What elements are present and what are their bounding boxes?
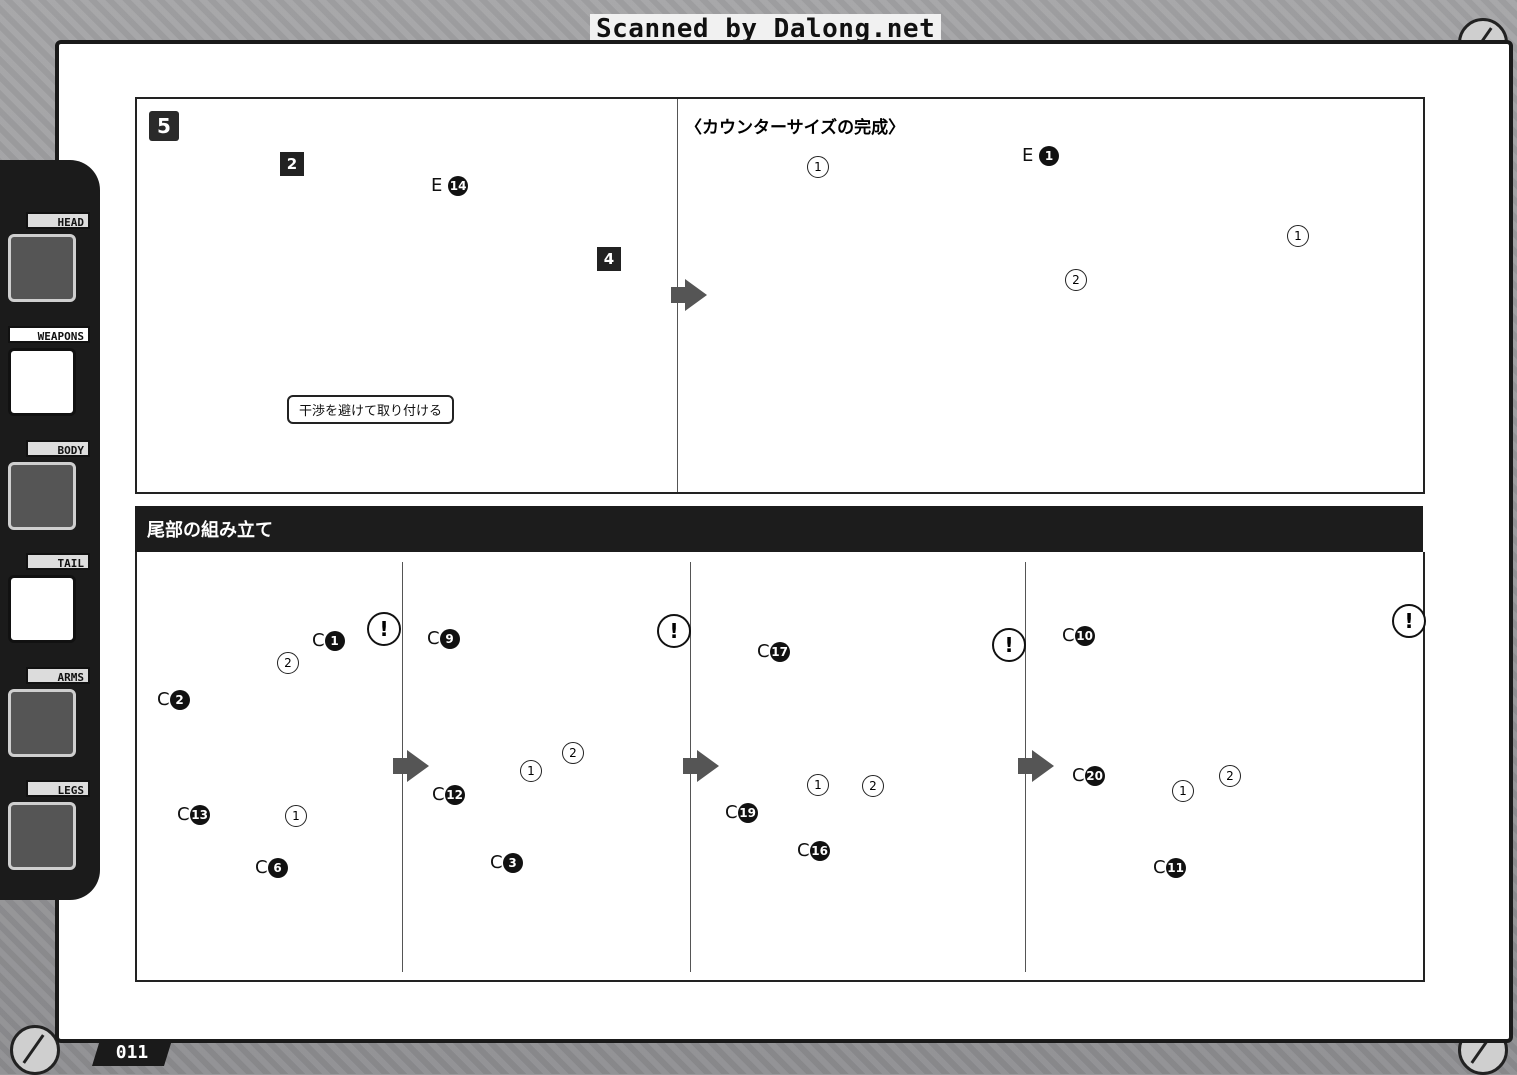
tail-section-header: 尾部の組み立て: [135, 506, 1423, 552]
tab-label: ARMS: [26, 667, 90, 684]
order-marker: 2: [277, 652, 299, 674]
part-number: 3: [502, 853, 523, 873]
part-letter: C: [490, 852, 503, 873]
part-letter: C: [432, 784, 445, 805]
part-number: 17: [769, 642, 790, 662]
tab-body[interactable]: BODY: [4, 440, 90, 540]
part-number: 6: [267, 858, 288, 878]
tab-label: TAIL: [26, 553, 90, 570]
part-letter: C: [177, 804, 190, 825]
next-step-arrow: [671, 279, 707, 311]
part-number: 14: [448, 176, 469, 196]
order-marker: 2: [562, 742, 584, 764]
tab-legs[interactable]: LEGS: [4, 780, 90, 880]
part-number: 19: [737, 803, 758, 823]
part-letter: C: [1072, 765, 1085, 786]
tail-icon: [8, 575, 76, 643]
part-tag: 4: [597, 247, 621, 271]
tab-tail[interactable]: TAIL: [4, 553, 90, 653]
part-label-e1: E 1: [1022, 145, 1060, 166]
dragon-head-icon: [8, 234, 76, 302]
order-marker: 2: [1065, 269, 1087, 291]
tab-label: HEAD: [26, 212, 90, 229]
part-letter: C: [255, 857, 268, 878]
step-number: 5: [149, 111, 179, 141]
part-letter: E: [1022, 145, 1034, 166]
caution-icon: !: [367, 612, 401, 646]
part-number: 16: [809, 841, 830, 861]
leg-icon: [8, 802, 76, 870]
part-letter: C: [312, 630, 325, 651]
order-marker: 2: [862, 775, 884, 797]
assembly-note: 干渉を避けて取り付ける: [287, 395, 455, 424]
drill-weapon-icon: [8, 348, 76, 416]
part-letter: C: [797, 840, 810, 861]
page-number: 011: [92, 1040, 172, 1066]
counter-scythe-title: 〈カウンターサイズの完成〉: [685, 118, 906, 138]
watermark: Scanned by Dalong.net: [590, 14, 942, 44]
order-marker: 1: [1287, 225, 1309, 247]
tail-section-title: 尾部の組み立て: [147, 520, 273, 541]
tab-label: WEAPONS: [8, 326, 90, 343]
next-step-arrow: [1018, 750, 1054, 782]
next-step-arrow: [683, 750, 719, 782]
claw-arm-icon: [8, 689, 76, 757]
tab-arms[interactable]: ARMS: [4, 667, 90, 767]
part-letter: E: [431, 175, 443, 196]
part-number: 10: [1074, 626, 1095, 646]
part-number: 20: [1084, 766, 1105, 786]
order-marker: 1: [807, 156, 829, 178]
part-number: 9: [439, 629, 460, 649]
order-marker: 1: [1172, 780, 1194, 802]
caution-icon: !: [1392, 604, 1426, 638]
tab-weapons[interactable]: WEAPONS: [4, 326, 90, 426]
part-letter: C: [1062, 625, 1075, 646]
caution-icon: !: [992, 628, 1026, 662]
part-label-e14: E 14: [431, 175, 469, 196]
tab-label: BODY: [26, 440, 90, 457]
part-letter: C: [757, 641, 770, 662]
corner-emblem-icon: [10, 1025, 60, 1075]
part-number: 11: [1165, 858, 1186, 878]
order-marker: 1: [807, 774, 829, 796]
order-marker: 1: [285, 805, 307, 827]
order-marker: 2: [1219, 765, 1241, 787]
tab-head[interactable]: HEAD: [4, 212, 90, 312]
part-number: 1: [324, 631, 345, 651]
part-letter: C: [157, 689, 170, 710]
part-number: 1: [1039, 146, 1060, 166]
tab-label: LEGS: [26, 780, 90, 797]
next-step-arrow: [393, 750, 429, 782]
part-letter: C: [725, 802, 738, 823]
step5-frame: 5 2 4 E 14 干渉を避けて取り付ける 〈カウンターサイズの完成〉 E 1…: [135, 97, 1425, 494]
part-tag: 2: [280, 152, 304, 176]
part-number: 12: [444, 785, 465, 805]
body-icon: [8, 462, 76, 530]
part-number: 13: [189, 805, 210, 825]
caution-icon: !: [657, 614, 691, 648]
part-letter: C: [427, 628, 440, 649]
part-number: 2: [169, 690, 190, 710]
part-letter: C: [1153, 857, 1166, 878]
order-marker: 1: [520, 760, 542, 782]
section-sidebar: HEAD WEAPONS BODY TAIL ARMS LEGS: [0, 160, 100, 900]
